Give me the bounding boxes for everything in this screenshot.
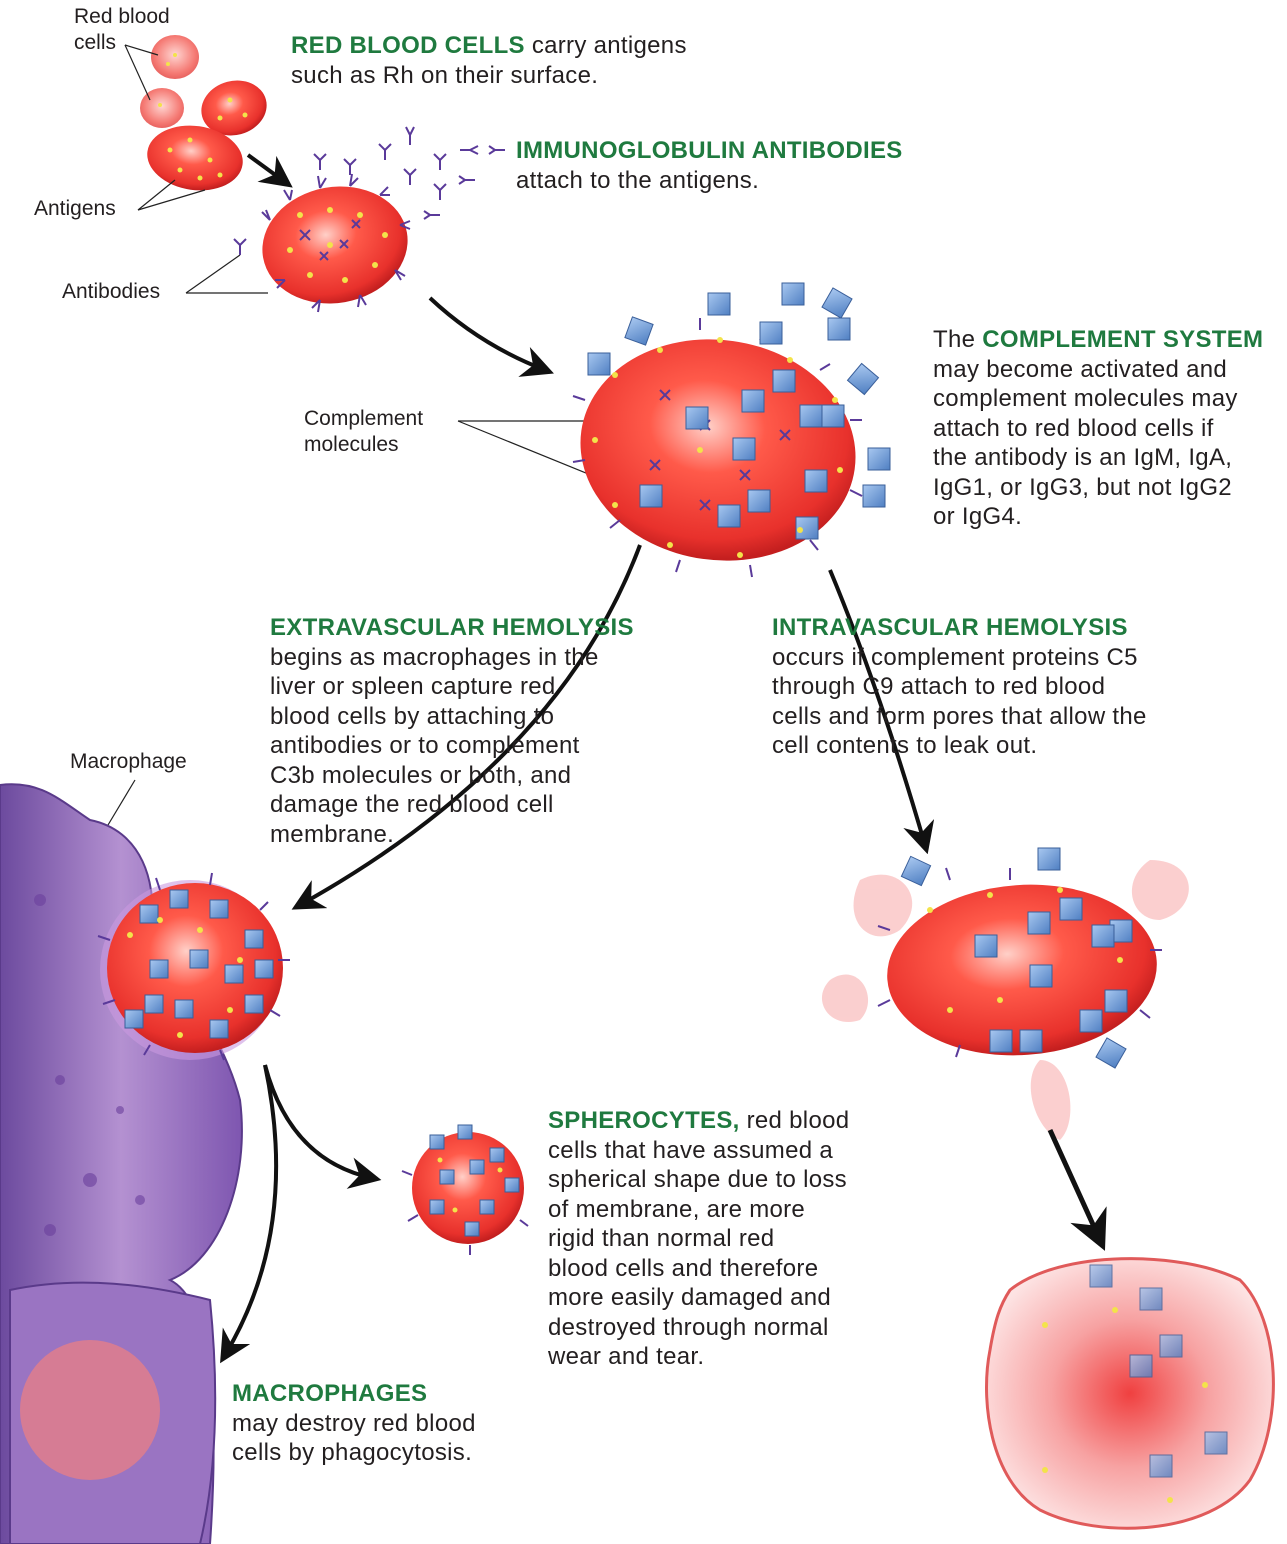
caption-line: cells by phagocytosis. — [232, 1438, 476, 1468]
caption-heading: RED BLOOD CELLS — [291, 32, 525, 59]
caption-line: spherical shape due to loss — [548, 1165, 849, 1195]
rbc-cell — [140, 88, 184, 128]
caption-line: begins as macrophages in the — [270, 643, 634, 673]
caption-complement-system: The COMPLEMENT SYSTEM may become activat… — [933, 325, 1263, 532]
arrow-to-antibody-cell — [248, 155, 285, 182]
caption-line: or IgG4. — [933, 502, 1263, 532]
caption-red-blood-cells: RED BLOOD CELLS carry antigens such as R… — [291, 31, 687, 90]
label-red-blood-cells: Red blood cells — [74, 4, 170, 56]
arrow-to-complement-cell — [430, 298, 545, 370]
caption-line: may become activated and — [933, 355, 1263, 385]
caption-line: liver or spleen capture red — [270, 672, 634, 702]
caption-line: such as Rh on their surface. — [291, 61, 687, 91]
caption-line: rigid than normal red — [548, 1224, 849, 1254]
caption-line: IgG1, or IgG3, but not IgG2 — [933, 473, 1263, 503]
arrow-to-burst-cell — [1050, 1130, 1100, 1240]
caption-spherocytes: SPHEROCYTES, red blood cells that have a… — [548, 1106, 849, 1372]
caption-line: of membrane, are more — [548, 1195, 849, 1225]
caption-heading: COMPLEMENT SYSTEM — [982, 326, 1263, 353]
label-macrophage: Macrophage — [70, 749, 187, 775]
caption-immunoglobulin-antibodies: IMMUNOGLOBULIN ANTIBODIES attach to the … — [516, 136, 903, 195]
caption-heading: INTRAVASCULAR HEMOLYSIS — [772, 613, 1147, 643]
caption-intravascular-hemolysis: INTRAVASCULAR HEMOLYSIS occurs if comple… — [772, 613, 1147, 761]
caption-heading: MACROPHAGES — [232, 1379, 476, 1409]
label-antibodies: Antibodies — [62, 279, 160, 305]
caption-line: may destroy red blood — [232, 1409, 476, 1439]
caption-line: blood cells by attaching to — [270, 702, 634, 732]
caption-heading: SPHEROCYTES, — [548, 1107, 740, 1134]
caption-line: the antibody is an IgM, IgA, — [933, 443, 1263, 473]
label-text: Red blood — [74, 4, 170, 30]
caption-line: through C9 attach to red blood — [772, 672, 1147, 702]
label-text: cells — [74, 30, 170, 56]
lysing-rbc — [822, 848, 1189, 1140]
caption-prefix: The — [933, 326, 975, 353]
label-complement-molecules: Complement molecules — [304, 406, 423, 458]
label-text: molecules — [304, 432, 423, 458]
caption-heading: IMMUNOGLOBULIN ANTIBODIES — [516, 136, 903, 166]
caption-line: cell contents to leak out. — [772, 731, 1147, 761]
arrow-to-spherocyte — [265, 1065, 372, 1178]
spherocyte — [402, 1125, 528, 1255]
caption-line: red blood — [747, 1107, 850, 1134]
complement-coated-rbc — [566, 283, 890, 578]
caption-line: complement molecules may — [933, 384, 1263, 414]
caption-line: destroyed through normal — [548, 1313, 849, 1343]
caption-line: blood cells and therefore — [548, 1254, 849, 1284]
caption-line: membrane. — [270, 820, 634, 850]
label-text: Complement — [304, 406, 423, 432]
burst-rbc-remnant — [987, 1259, 1274, 1529]
label-antigens: Antigens — [34, 196, 116, 222]
caption-line: attach to the antigens. — [516, 166, 903, 196]
caption-line: wear and tear. — [548, 1342, 849, 1372]
caption-line: more easily damaged and — [548, 1283, 849, 1313]
caption-heading: EXTRAVASCULAR HEMOLYSIS — [270, 613, 634, 643]
antibody-coated-rbc — [253, 174, 417, 315]
caption-line: occurs if complement proteins C5 — [772, 643, 1147, 673]
caption-line: damage the red blood cell — [270, 790, 634, 820]
caption-macrophages: MACROPHAGES may destroy red blood cells … — [232, 1379, 476, 1468]
caption-line: cells that have assumed a — [548, 1136, 849, 1166]
caption-line: antibodies or to complement — [270, 731, 634, 761]
caption-line: carry antigens — [532, 32, 687, 59]
caption-line: attach to red blood cells if — [933, 414, 1263, 444]
caption-extravascular-hemolysis: EXTRAVASCULAR HEMOLYSIS begins as macrop… — [270, 613, 634, 849]
rbc-group-top — [140, 35, 273, 196]
caption-line: cells and form pores that allow the — [772, 702, 1147, 732]
caption-line: C3b molecules or both, and — [270, 761, 634, 791]
